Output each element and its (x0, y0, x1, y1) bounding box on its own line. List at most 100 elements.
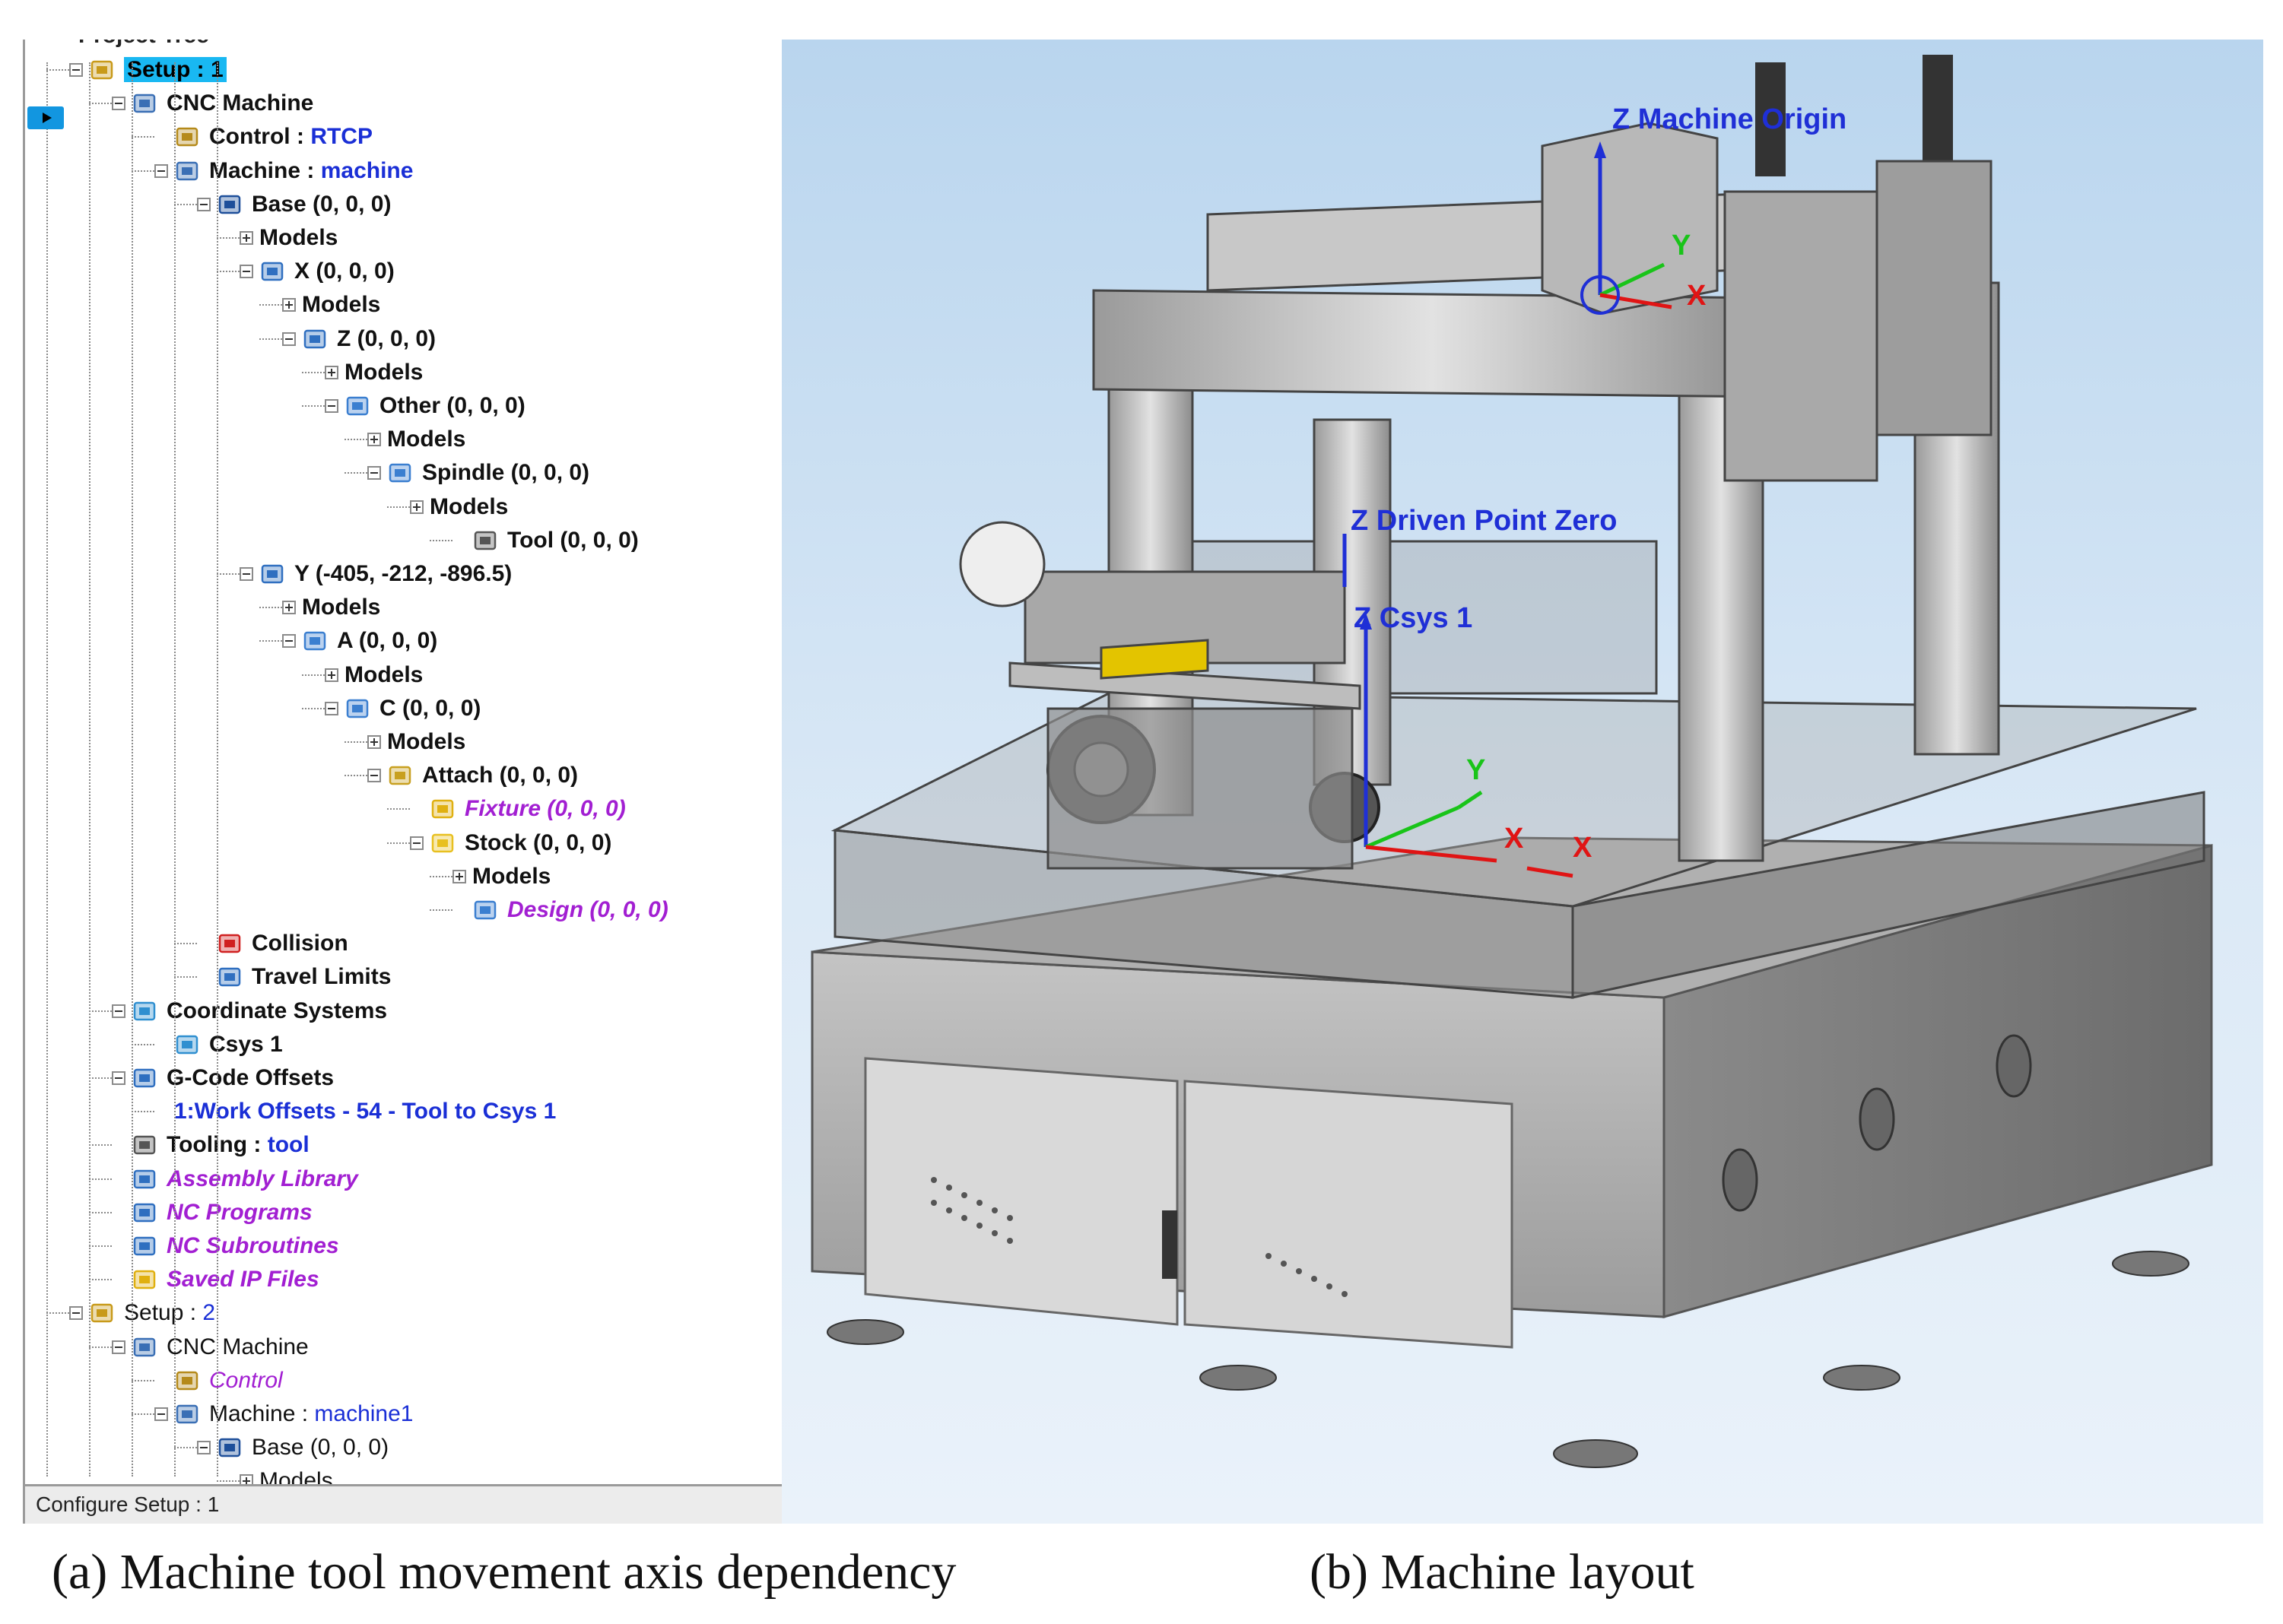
collapse-toggle-icon[interactable] (112, 1340, 125, 1354)
tree-connector (345, 775, 367, 777)
tree-row[interactable]: Attach (0, 0, 0) (367, 759, 578, 791)
tree-row[interactable]: Fixture (0, 0, 0) (410, 792, 626, 824)
tree-row[interactable]: Control : RTCP (154, 120, 373, 152)
tree-row[interactable]: Models (240, 1464, 333, 1484)
collapse-toggle-icon[interactable] (325, 399, 338, 414)
collapse-toggle-icon[interactable] (112, 97, 125, 111)
tree-connector (259, 640, 282, 642)
tree-row[interactable]: 1:Work Offsets - 54 - Tool to Csys 1 (154, 1095, 556, 1127)
tree-row[interactable]: Models (452, 860, 551, 892)
tree-row[interactable]: Setup : 1 (69, 53, 227, 85)
tree-row[interactable]: Collision (197, 927, 348, 959)
tree-row[interactable]: Saved IP Files (112, 1263, 319, 1295)
tree-connector (89, 1077, 112, 1079)
tree-row[interactable]: Models (367, 423, 465, 455)
tree-row[interactable]: Coordinate Systems (112, 994, 387, 1026)
current-setup-marker-icon[interactable] (27, 106, 64, 129)
tree-row-label: Travel Limits (252, 964, 392, 990)
tree-row[interactable]: NC Subroutines (112, 1229, 339, 1261)
tree-row-label: NC Programs (167, 1199, 313, 1225)
tree-row[interactable]: Models (410, 490, 508, 522)
collapse-toggle-icon[interactable] (197, 1441, 211, 1455)
collapse-toggle-icon[interactable] (69, 1306, 83, 1321)
status-bar-text: Configure Setup : 1 (36, 1492, 220, 1516)
tree-row[interactable]: CNC Machine (112, 87, 313, 119)
tree-row[interactable]: Control (154, 1364, 283, 1396)
expand-toggle-icon[interactable] (325, 668, 338, 682)
tree-row[interactable]: G-Code Offsets (112, 1061, 334, 1093)
tree-row-label: Models (259, 1468, 333, 1484)
tree-row[interactable]: Models (325, 356, 423, 388)
tree-guide-line (217, 62, 218, 1477)
expand-toggle-icon[interactable] (367, 735, 381, 750)
tree-row-label: NC Subroutines (167, 1233, 339, 1259)
tree-row[interactable]: Models (367, 725, 465, 757)
tree-row-value: machine1 (314, 1401, 414, 1427)
tree-row[interactable]: Models (240, 221, 338, 253)
tree-row[interactable]: Models (325, 658, 423, 690)
collapse-toggle-icon[interactable] (154, 163, 168, 178)
tree-row[interactable]: X (0, 0, 0) (240, 255, 395, 287)
tree-row[interactable]: Machine : machine1 (154, 1397, 413, 1429)
expand-toggle-icon[interactable] (282, 298, 296, 312)
machine-3d-viewport[interactable]: Z Machine Origin Z Driven Point Zero Z C… (782, 40, 2263, 1524)
expand-toggle-icon[interactable] (240, 231, 253, 246)
other-icon (345, 394, 372, 418)
tree-connector (259, 607, 282, 609)
expand-toggle-icon[interactable] (240, 1474, 253, 1484)
tree-connector (387, 842, 410, 844)
expand-toggle-icon[interactable] (452, 869, 466, 883)
linear-axis-icon (259, 259, 287, 284)
tree-row[interactable]: Base (0, 0, 0) (197, 1431, 389, 1463)
collapse-toggle-icon[interactable] (282, 634, 296, 649)
expand-toggle-icon[interactable] (367, 433, 381, 447)
tree-row[interactable]: Y (-405, -212, -896.5) (240, 557, 512, 589)
collapse-toggle-icon[interactable] (112, 1004, 125, 1018)
tree-row[interactable]: Spindle (0, 0, 0) (367, 456, 589, 488)
collapse-toggle-icon[interactable] (154, 1407, 168, 1422)
tree-row[interactable]: Assembly Library (112, 1162, 358, 1194)
tree-row-value: tool (267, 1132, 310, 1158)
tree-row[interactable]: Stock (0, 0, 0) (410, 826, 611, 858)
tree-row[interactable]: Machine : machine (154, 154, 413, 186)
collapse-toggle-icon[interactable] (197, 197, 211, 211)
collapse-toggle-icon[interactable] (112, 1071, 125, 1086)
tree-row[interactable]: Other (0, 0, 0) (325, 389, 526, 421)
collapse-toggle-icon[interactable] (69, 63, 83, 78)
rotary-axis-icon (345, 696, 372, 721)
tree-row[interactable]: NC Programs (112, 1196, 313, 1228)
tree-row[interactable]: Models (282, 591, 380, 623)
collapse-toggle-icon[interactable] (410, 836, 424, 850)
tree-row[interactable]: Setup : 2 (69, 1296, 215, 1328)
machine-model-drawing (811, 55, 2213, 1468)
tree-row[interactable]: Travel Limits (197, 960, 391, 992)
machine-origin-x-label: X (1687, 280, 1707, 312)
tree-connector (217, 237, 240, 239)
tree-row[interactable]: Models (282, 288, 380, 320)
collapse-toggle-icon[interactable] (367, 769, 381, 783)
tree-row[interactable]: Tool (0, 0, 0) (452, 524, 639, 556)
tree-row[interactable]: Csys 1 (154, 1028, 283, 1060)
collapse-toggle-icon[interactable] (367, 466, 381, 481)
collapse-toggle-icon[interactable] (240, 265, 253, 279)
tree-row-label: C (0, 0, 0) (379, 695, 481, 721)
collapse-toggle-icon[interactable] (240, 567, 253, 582)
tree-row[interactable]: Tooling : tool (112, 1128, 310, 1160)
expand-toggle-icon[interactable] (410, 500, 424, 514)
travel-limits-icon (217, 965, 244, 989)
collapse-toggle-icon[interactable] (282, 331, 296, 346)
tree-row[interactable]: A (0, 0, 0) (282, 624, 437, 656)
tree-row-label: X (0, 0, 0) (294, 259, 395, 284)
tree-row-value: RTCP (310, 124, 373, 150)
tree-guide-line (89, 62, 90, 1477)
tree-row[interactable]: CNC Machine (112, 1331, 309, 1362)
tree-row[interactable]: Base (0, 0, 0) (197, 188, 391, 220)
tree-row[interactable]: C (0, 0, 0) (325, 692, 481, 724)
linear-axis-icon (259, 562, 287, 586)
tree-row[interactable]: Design (0, 0, 0) (452, 893, 668, 925)
tree-row[interactable]: Z (0, 0, 0) (282, 322, 436, 354)
expand-toggle-icon[interactable] (325, 365, 338, 379)
expand-toggle-icon[interactable] (282, 601, 296, 615)
collapse-toggle-icon[interactable] (325, 701, 338, 715)
